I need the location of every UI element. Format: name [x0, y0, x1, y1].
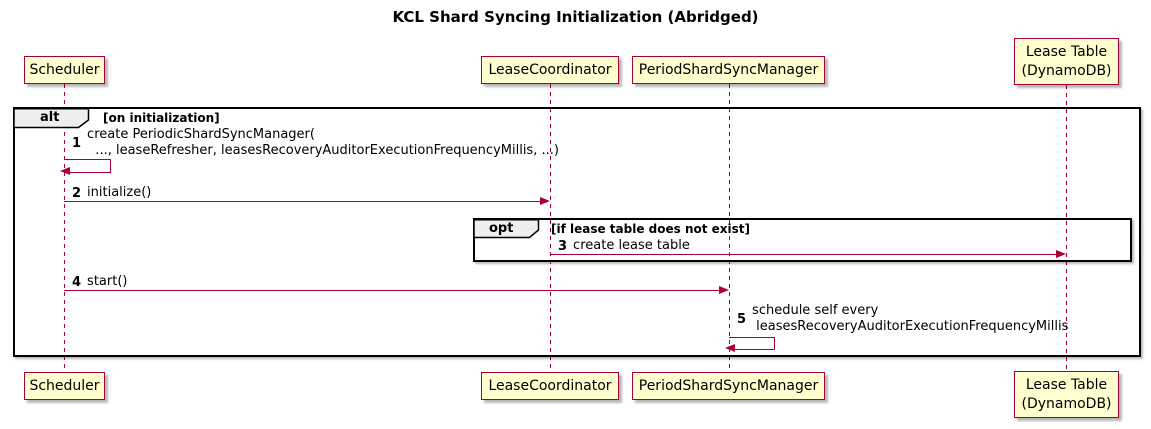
- participant-scheduler-bottom: Scheduler: [24, 372, 105, 400]
- participant-lease-table-label: Lease Table (DynamoDB): [1021, 43, 1112, 79]
- message-1-number: 1: [72, 135, 82, 151]
- opt-operator-pentagon: [474, 219, 540, 239]
- diagram-title: KCL Shard Syncing Initialization (Abridg…: [392, 8, 759, 26]
- participant-period-shard-sync-manager-label: PeriodShardSyncManager: [638, 61, 819, 78]
- participant-lease-coordinator-bottom: LeaseCoordinator: [481, 372, 619, 400]
- message-4-arrow: [64, 290, 719, 291]
- message-3-arrow: [550, 254, 1056, 255]
- message-2-label: 2 initialize(): [72, 185, 151, 201]
- lifeline-lease-coordinator: [550, 84, 551, 372]
- alt-guard-label: [on initialization]: [103, 111, 220, 125]
- participant-lease-table-bottom: Lease Table (DynamoDB): [1014, 371, 1119, 418]
- opt-guard-label: [if lease table does not exist]: [551, 222, 751, 236]
- message-4-label: 4 start(): [72, 274, 127, 290]
- message-2-number: 2: [72, 185, 82, 201]
- message-2-text: initialize(): [87, 185, 152, 200]
- participant-lease-table-top: Lease Table (DynamoDB): [1014, 38, 1119, 85]
- message-5-label: 5 schedule self every leasesRecoveryAudi…: [737, 303, 1068, 335]
- message-4-number: 4: [72, 274, 82, 290]
- alt-operator-label: alt: [40, 110, 60, 125]
- message-5-self-arrow: [729, 337, 775, 350]
- message-5-text: schedule self every leasesRecoveryAudito…: [752, 303, 1069, 334]
- alt-operator-pentagon: [14, 108, 90, 129]
- message-5-number: 5: [737, 311, 747, 327]
- opt-operator-label: opt: [489, 221, 514, 236]
- message-5-arrowhead-icon: [725, 344, 735, 352]
- lifeline-lease-table: [1066, 85, 1067, 371]
- participant-lease-table-label: Lease Table (DynamoDB): [1021, 376, 1112, 412]
- message-4-text: start(): [87, 274, 128, 289]
- lifeline-period-shard-sync-manager: [729, 84, 730, 372]
- message-2-arrow: [64, 201, 541, 202]
- participant-lease-coordinator-label: LeaseCoordinator: [488, 61, 612, 78]
- message-1-arrowhead-icon: [60, 167, 70, 175]
- message-2-arrowhead-icon: [540, 197, 550, 205]
- message-1-label: 1 create PeriodicShardSyncManager( ..., …: [72, 127, 559, 159]
- lifeline-scheduler: [64, 84, 65, 372]
- alt-frame: [13, 107, 1141, 357]
- participant-lease-coordinator-label: LeaseCoordinator: [488, 377, 612, 394]
- participant-scheduler-label: Scheduler: [29, 377, 100, 394]
- message-3-arrowhead-icon: [1056, 250, 1066, 258]
- message-3-label: 3 create lease table: [558, 238, 690, 254]
- participant-period-shard-sync-manager-bottom: PeriodShardSyncManager: [632, 372, 825, 400]
- message-4-arrowhead-icon: [719, 286, 729, 294]
- participant-lease-coordinator-top: LeaseCoordinator: [481, 56, 619, 84]
- message-3-text: create lease table: [573, 238, 690, 253]
- message-3-number: 3: [558, 238, 568, 254]
- participant-scheduler-top: Scheduler: [24, 56, 105, 84]
- participant-scheduler-label: Scheduler: [29, 61, 100, 78]
- opt-frame: [473, 218, 1132, 262]
- message-1-self-arrow: [64, 159, 111, 173]
- message-1-text: create PeriodicShardSyncManager( ..., le…: [87, 127, 559, 158]
- participant-period-shard-sync-manager-top: PeriodShardSyncManager: [632, 56, 825, 84]
- participant-period-shard-sync-manager-label: PeriodShardSyncManager: [638, 377, 819, 394]
